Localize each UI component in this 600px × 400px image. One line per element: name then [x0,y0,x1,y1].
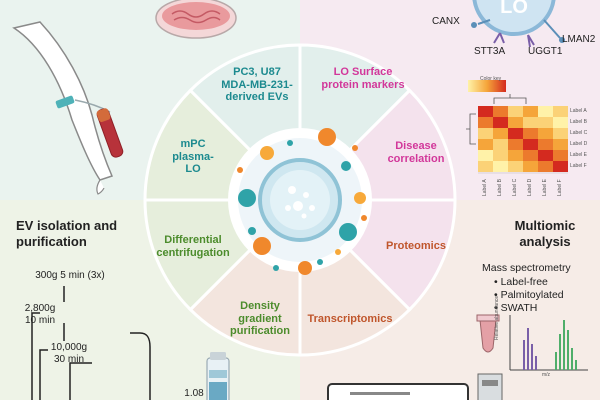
heatmap-col-label: Label F [557,179,563,196]
heatmap-row-label: Label B [570,119,587,125]
blood-draw-arm-icon [12,21,124,195]
density-tube-icon [206,352,230,400]
heatmap-cell [523,128,538,139]
heatmap-cell [538,106,553,117]
heatmap-cell [553,106,568,117]
heatmap-cell [553,128,568,139]
heatmap-cell [508,128,523,139]
heatmap-row-label: Label C [570,130,588,136]
multiomic-item-0: • Label-free [494,276,548,288]
heatmap-col-label: Label B [497,179,503,196]
mass-spectrum-chart [509,315,588,371]
heatmap-cell [493,117,508,128]
heatmap-cell [553,117,568,128]
heatmap-cell [493,150,508,161]
heatmap-cell [523,150,538,161]
heatmap-cell [508,139,523,150]
ev-particles-icon [237,128,367,275]
heatmap-color-key [468,80,506,92]
heatmap-cell [478,139,493,150]
heatmap-cell [523,139,538,150]
heatmap-cell [553,150,568,161]
heatmap-cell [478,161,493,172]
heatmap-cell [553,161,568,172]
heatmap-cell [523,117,538,128]
heatmap-cell [538,139,553,150]
heatmap-cell [538,161,553,172]
heatmap-cell [478,128,493,139]
spectrum-xlabel: m/z [542,372,551,378]
label-evs: PC3, U87 MDA-MB-231- derived EVs [221,66,293,104]
heatmap-cell [478,106,493,117]
heatmap-cell [508,106,523,117]
heatmap-cell [493,139,508,150]
protein-label-lman2: LMAN2 [562,34,596,45]
heatmap-cell [478,117,493,128]
mass-spectrometer-icon [477,373,503,400]
label-transcriptomics: Transcriptomics [307,313,393,325]
heatmap-cell [493,161,508,172]
sample-tube-icon [476,314,500,353]
spectrum-ylabel: Relative abundance [494,295,500,340]
label-disease: Disease correlation [387,140,445,165]
label-lo-surface: LO Surface protein markers [321,66,405,91]
lo-vesicle-icon [471,0,565,48]
petri-dish-icon [155,0,237,39]
multiomic-title: Multiomic analysis [514,218,576,249]
heatmap-chart [466,80,568,174]
heatmap-col-label: Label D [527,178,533,196]
heatmap-cell [538,150,553,161]
heatmap-cell [508,117,523,128]
step-2800g: 2,800g 10 min [24,303,56,326]
step-10000g: 10,000g 30 min [50,342,88,365]
heatmap-col-label: Label E [542,179,548,196]
heatmap-col-label: Label A [482,179,488,196]
wheel [143,43,457,357]
heatmap-row-label: Label A [570,108,587,114]
multiomic-item-0-text: Label-free [500,276,548,288]
multiomic-item-1-text: Palmitoylated [500,289,564,301]
heatmap-cell [508,161,523,172]
heatmap-cell [508,150,523,161]
label-differential: Differential centrifugation [156,234,230,259]
laptop-icon [327,383,469,400]
centrifugation-flow-lines [31,286,151,400]
multiomic-item-1: • Palmitoylated [494,289,564,301]
heatmap-cell [538,128,553,139]
multiomic-subtitle: Mass spectrometry [482,262,571,274]
ev-isolation-title: EV isolation and purification [16,218,118,249]
heatmap-row-label: Label E [570,152,587,158]
central-vesicle-icon [258,158,342,242]
label-proteomics: Proteomics [386,240,446,252]
multiomic-item-2-text: SWATH [500,302,538,314]
step-300g: 300g 5 min (3x) [35,270,105,281]
heatmap-cell [538,117,553,128]
protein-label-canx: CANX [432,16,460,27]
heatmap-row-label: Label D [570,141,588,147]
protein-label-uggt1: UGGT1 [528,46,563,57]
label-density: Density gradient purification [230,300,290,338]
heatmap-cell [523,106,538,117]
heatmap-row-label: Label F [570,163,587,169]
protein-label-stt3a: STT3A [474,46,506,57]
heatmap-cell [553,139,568,150]
multiomic-item-2: • SWATH [494,302,538,314]
density-value: 1.08 [184,388,204,399]
lo-label: LO [500,0,528,18]
heatmap-key-label: Color key [480,76,502,82]
heatmap-cell [523,161,538,172]
heatmap-cell [478,150,493,161]
heatmap-cell [493,106,508,117]
heatmap-cells [478,106,568,172]
heatmap-cell [493,128,508,139]
heatmap-col-label: Label C [512,178,518,196]
label-mpc: mPC plasma- LO [172,138,214,176]
